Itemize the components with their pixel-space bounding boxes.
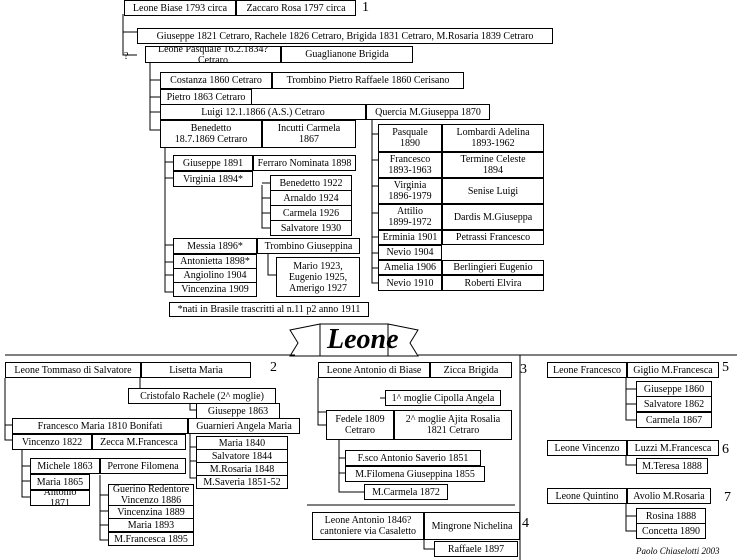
- person-box: M.Teresa 1888: [636, 458, 708, 474]
- person-box: Quercia M.Giuseppa 1870: [366, 104, 490, 120]
- person-box: Roberti Elvira: [442, 275, 544, 291]
- person-box: M.Rosaria 1848: [196, 462, 288, 476]
- person-box: Michele 1863: [30, 458, 100, 474]
- person-box: Leone Tommaso di Salvatore: [5, 362, 141, 378]
- person-box: Mingrone Nichelina: [424, 512, 520, 540]
- person-box: Benedetto 1922: [270, 175, 352, 191]
- person-box: Carmela 1867: [636, 412, 712, 428]
- person-box: Luigi 12.1.1866 (A.S.) Cetraro: [160, 104, 366, 120]
- person-box: Mario 1923, Eugenio 1925, Amerigo 1927: [276, 257, 360, 297]
- person-box: Erminia 1901: [378, 230, 442, 245]
- person-box: Messia 1896*: [173, 238, 257, 254]
- person-box: Maria 1865: [30, 474, 90, 490]
- person-box: Amelia 1906: [378, 260, 442, 275]
- person-box: Vincenzina 1909: [173, 282, 257, 297]
- person-box: Virginia 1894*: [173, 171, 253, 187]
- person-box: Nevio 1910: [378, 275, 442, 291]
- person-box: M.Francesca 1895: [108, 532, 194, 546]
- person-box: Guarnieri Angela Maria: [188, 418, 300, 434]
- person-box: Virginia 1896-1979: [378, 178, 442, 204]
- person-box: Zicca Brigida: [430, 362, 512, 378]
- person-box: Perrone Filomena: [100, 458, 186, 474]
- person-box: Petrassi Francesco: [442, 230, 544, 245]
- person-box: Guaglianone Brigida: [281, 46, 413, 63]
- person-box: Termine Celeste 1894: [442, 152, 544, 178]
- person-box: Berlingieri Eugenio: [442, 260, 544, 275]
- person-box: Luzzi M.Francesca: [627, 440, 719, 456]
- footnote-box: *nati in Brasile trascritti al n.11 p2 a…: [169, 302, 369, 317]
- person-box: Giglio M.Francesca: [627, 362, 719, 378]
- person-box: Francesco 1893-1963: [378, 152, 442, 178]
- person-box: Giuseppe 1891: [173, 155, 253, 171]
- person-box: Nevio 1904: [378, 245, 442, 260]
- person-box: Leone Quintino: [547, 488, 627, 504]
- person-box: Costanza 1860 Cetraro: [160, 72, 272, 89]
- person-box: Pasquale 1890: [378, 124, 442, 152]
- person-box: Trombino Giuseppina: [257, 238, 360, 254]
- person-box: M.Carmela 1872: [364, 484, 448, 500]
- person-box: Senise Luigi: [442, 178, 544, 204]
- person-box: Concetta 1890: [636, 523, 706, 539]
- person-box: Ferraro Nominata 1898: [253, 155, 356, 171]
- person-box: Dardis M.Giuseppa: [442, 204, 544, 230]
- person-box: Angiolino 1904: [173, 268, 257, 283]
- person-box: Leone Vincenzo: [547, 440, 627, 456]
- person-box: M.Saveria 1851-52: [196, 475, 288, 489]
- person-box: Arnaldo 1924: [270, 190, 352, 206]
- uncertain-link-mark: ?: [124, 51, 129, 62]
- person-box: Salvatore 1844: [196, 449, 288, 463]
- person-box: Maria 1893: [108, 518, 194, 532]
- generation-number: 4: [522, 516, 529, 531]
- person-box: Pietro 1863 Cetraro: [160, 89, 252, 105]
- generation-number: 3: [520, 362, 527, 377]
- person-box: M.Filomena Giuseppina 1855: [345, 466, 485, 482]
- person-box: Leone Francesco: [547, 362, 627, 378]
- person-box: 2^ moglie Ajita Rosalia 1821 Cetraro: [394, 410, 512, 440]
- person-box: Incutti Carmela 1867: [262, 120, 356, 148]
- person-box: Rosina 1888: [636, 508, 706, 524]
- person-box: Raffaele 1897: [434, 541, 518, 557]
- person-box: Avolio M.Rosaria: [627, 488, 711, 504]
- person-box: Fedele 1809 Cetraro: [326, 410, 394, 440]
- person-box: Guerino Redentore Vincenzo 1886: [108, 484, 194, 506]
- generation-number: 6: [722, 442, 729, 457]
- person-box: Giuseppe 1863: [196, 403, 280, 419]
- author-credit: Paolo Chiaselotti 2003: [636, 546, 720, 556]
- person-box: Leone Pasquale 16.2.1834? Cetraro: [145, 46, 281, 63]
- person-box: Carmela 1926: [270, 205, 352, 221]
- person-box: Salvatore 1930: [270, 220, 352, 236]
- person-box: Antonietta 1898*: [173, 254, 257, 269]
- person-box: Maria 1840: [196, 436, 288, 450]
- generation-number: 1: [362, 0, 369, 15]
- person-box: Zaccaro Rosa 1797 circa: [236, 0, 356, 16]
- person-box: Francesco Maria 1810 Bonifati: [12, 418, 188, 434]
- person-box: Antonio 1871: [30, 490, 90, 506]
- person-box: Trombino Pietro Raffaele 1860 Cerisano: [272, 72, 464, 89]
- person-box: Vincenzo 1822: [12, 434, 92, 450]
- family-title: Leone: [327, 324, 399, 355]
- person-box: Salvatore 1862: [636, 396, 712, 412]
- person-box: Benedetto 18.7.1869 Cetraro: [160, 120, 262, 148]
- person-box: Lombardi Adelina 1893-1962: [442, 124, 544, 152]
- person-box: Vincenzina 1889: [108, 505, 194, 519]
- person-box: Leone Biase 1793 circa: [124, 0, 236, 16]
- person-box: Leone Antonio 1846? cantoniere via Casal…: [312, 512, 424, 540]
- person-box: Giuseppe 1860: [636, 381, 712, 397]
- person-box: Lisetta Maria: [141, 362, 251, 378]
- generation-number: 5: [722, 360, 729, 375]
- person-box: Attilio 1899-1972: [378, 204, 442, 230]
- generation-number: 7: [724, 490, 731, 505]
- person-box: F.sco Antonio Saverio 1851: [345, 450, 481, 466]
- person-box: 1^ moglie Cipolla Angela: [385, 390, 501, 406]
- person-box: Leone Antonio di Biase: [318, 362, 430, 378]
- generation-number: 2: [270, 360, 277, 375]
- person-box: Giuseppe 1821 Cetraro, Rachele 1826 Cetr…: [137, 28, 553, 44]
- person-box: Cristofalo Rachele (2^ moglie): [128, 388, 276, 404]
- person-box: Zecca M.Francesca: [92, 434, 186, 450]
